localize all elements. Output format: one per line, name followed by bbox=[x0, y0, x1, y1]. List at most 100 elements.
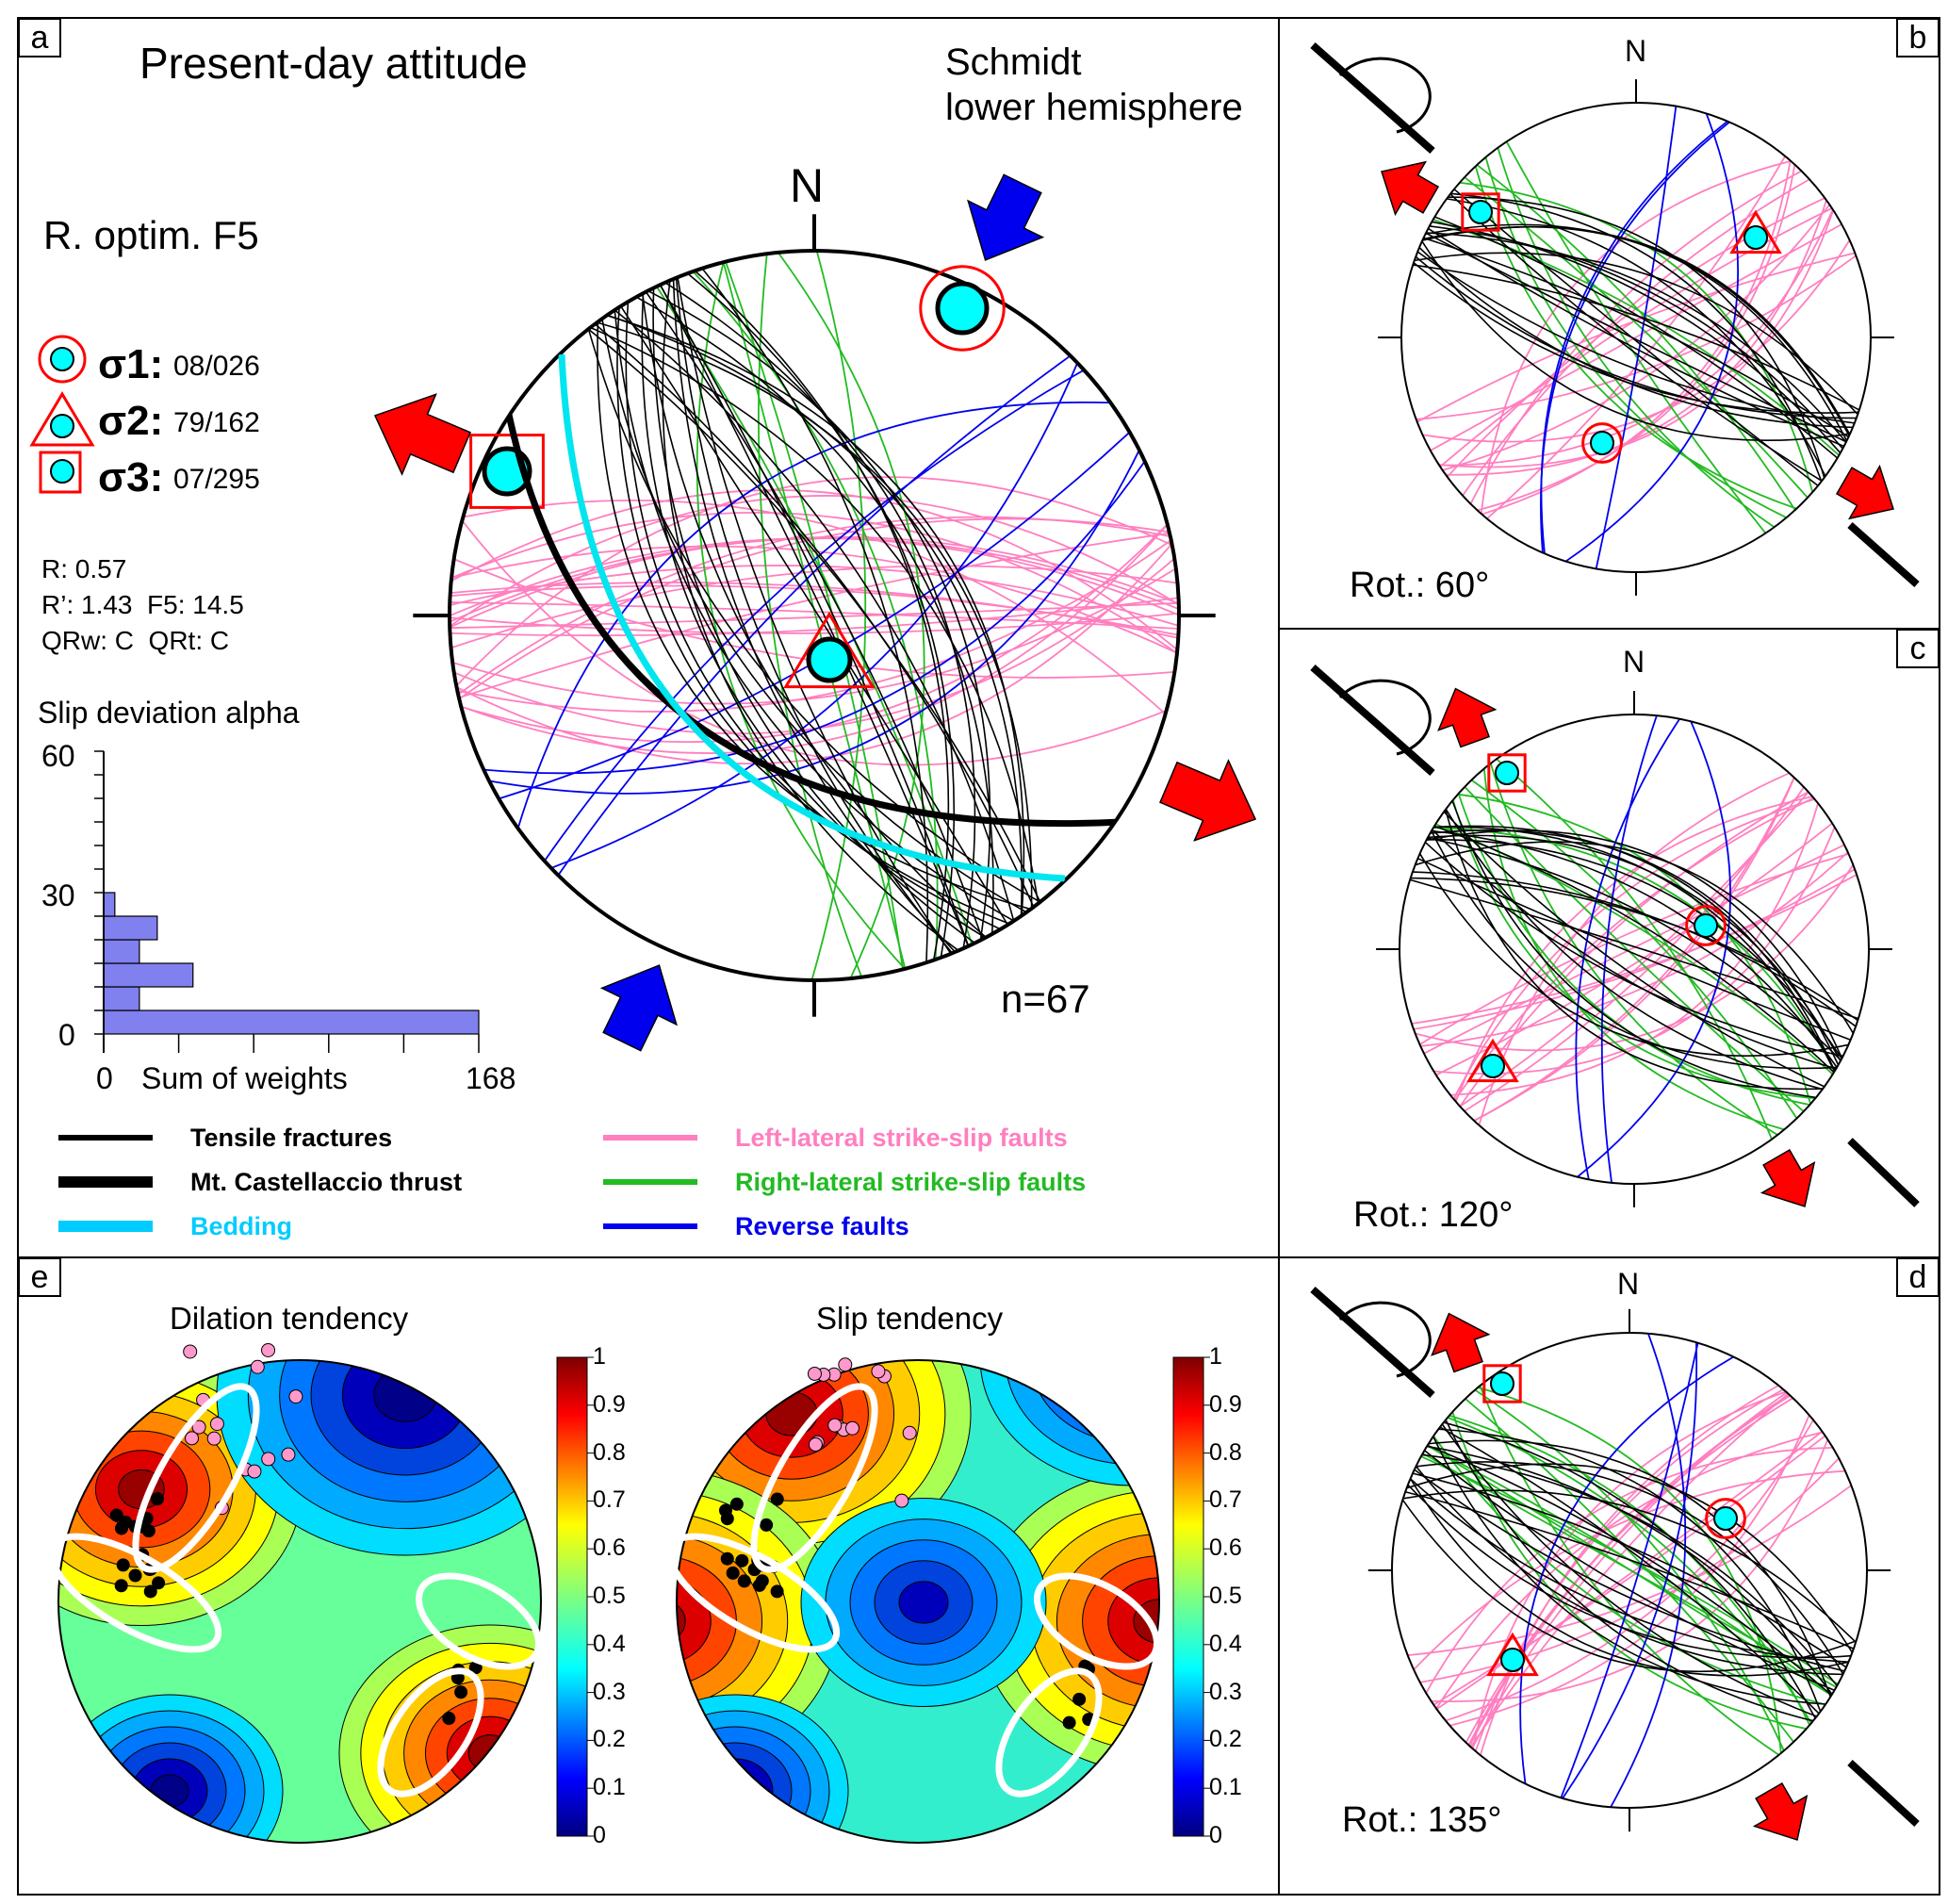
sigma2-marker bbox=[1729, 209, 1782, 254]
pole-tensile bbox=[735, 1553, 749, 1568]
histogram-bar bbox=[103, 939, 140, 964]
tensile-fault-trace bbox=[1414, 1469, 1845, 1672]
right-fault-trace bbox=[1497, 147, 1776, 529]
tensile-fault-trace bbox=[606, 314, 1025, 916]
colorbar-tick-label: 0.1 bbox=[593, 1774, 626, 1801]
left-fault-trace bbox=[457, 516, 1170, 696]
left-fault-trace bbox=[1411, 874, 1858, 1025]
contour-band bbox=[1133, 1599, 1159, 1644]
tensile-fault-trace bbox=[1414, 252, 1858, 416]
pole-tensile bbox=[128, 1568, 142, 1583]
panel-label-d: d bbox=[1896, 1257, 1940, 1297]
reverse-fault-trace bbox=[1600, 714, 1658, 1183]
stereonet-a bbox=[413, 214, 1216, 1017]
stress-point bbox=[50, 347, 74, 371]
stress-axis-point bbox=[935, 281, 990, 336]
pole-left-lateral bbox=[902, 1425, 917, 1440]
pole-left-lateral bbox=[247, 1464, 262, 1479]
tensile-fault-trace bbox=[1415, 841, 1855, 1034]
contour-band bbox=[1080, 1360, 1159, 1401]
right-fault-trace bbox=[1505, 140, 1767, 534]
right-fault-trace bbox=[1457, 793, 1810, 1106]
sigma1-marker bbox=[1705, 1498, 1746, 1539]
stress-arrows bbox=[373, 41, 1920, 1841]
tensile-fault-trace bbox=[1443, 1421, 1816, 1719]
highlight-ellipse bbox=[1033, 1572, 1161, 1670]
sigma2-marker bbox=[783, 611, 876, 689]
right-fault-trace bbox=[1474, 166, 1797, 510]
dilation-tendency-plot bbox=[47, 1342, 543, 1844]
legend-reverse: Reverse faults bbox=[735, 1212, 909, 1240]
colorbar-tick-label: 0.8 bbox=[593, 1438, 626, 1466]
pole-left-lateral bbox=[261, 1342, 276, 1357]
pole-tensile bbox=[150, 1492, 164, 1506]
tensile-fault-trace bbox=[1441, 1423, 1817, 1717]
tensile-fault-trace bbox=[1409, 878, 1859, 1020]
legend-thrust: Mt. Castellaccio thrust bbox=[190, 1168, 463, 1196]
strike-line bbox=[1310, 41, 1435, 155]
colorbar-tick-label: 0 bbox=[1209, 1822, 1222, 1848]
sigma1-value: 08/026 bbox=[173, 351, 260, 382]
slip-deviation-histogram bbox=[94, 750, 480, 1053]
colorbar-tick-label: 0.1 bbox=[1209, 1774, 1242, 1801]
left-fault-trace bbox=[1430, 223, 1842, 451]
panel-label-b: b bbox=[1896, 18, 1940, 57]
great-circles bbox=[1401, 1333, 1857, 1808]
stress-axis-point bbox=[1590, 431, 1614, 455]
pole-left-lateral bbox=[838, 1357, 853, 1372]
highlight-ellipse bbox=[750, 1383, 878, 1573]
plot-outline bbox=[676, 1359, 1160, 1844]
contour-band bbox=[678, 1742, 793, 1840]
pole-left-lateral bbox=[185, 1431, 200, 1446]
stress-legend-symbols bbox=[29, 335, 95, 494]
tensile-fault-trace bbox=[597, 321, 1033, 909]
right-fault-trace bbox=[1470, 779, 1798, 1119]
left-fault-trace bbox=[1432, 1435, 1826, 1706]
left-fault-trace bbox=[1453, 796, 1814, 1101]
special-planes bbox=[505, 353, 1122, 882]
left-fault-trace bbox=[1420, 851, 1849, 1047]
tensile-fault-trace bbox=[662, 280, 959, 952]
pole-tensile bbox=[1072, 1692, 1087, 1706]
histogram-bar bbox=[103, 915, 158, 941]
pole-tensile bbox=[720, 1512, 734, 1526]
extension-arrow bbox=[1437, 687, 1498, 748]
north-label-c: N bbox=[1623, 645, 1645, 679]
strike-line bbox=[1310, 1286, 1435, 1399]
colorbar-tick-label: 0.9 bbox=[1209, 1390, 1242, 1418]
left-fault-trace bbox=[1413, 1469, 1845, 1670]
param-r: R: 0.57 bbox=[41, 554, 127, 583]
stereonet-b bbox=[1378, 79, 1894, 596]
right-fault-trace bbox=[1477, 1387, 1782, 1754]
tensile-fault-trace bbox=[607, 314, 1023, 916]
tensile-fault-trace bbox=[1410, 877, 1858, 1022]
contour-band bbox=[765, 1391, 818, 1436]
pole-tensile bbox=[1062, 1715, 1076, 1730]
histogram-bar bbox=[103, 986, 140, 1011]
sigma2-symbol bbox=[29, 391, 95, 447]
left-fault-trace bbox=[450, 512, 1178, 654]
left-fault-trace bbox=[1415, 863, 1855, 1052]
sigma1-compression-arrow bbox=[599, 964, 678, 1052]
figure-frame bbox=[17, 17, 1940, 1896]
tensile-fault-trace bbox=[641, 293, 987, 939]
sigma2-marker bbox=[1486, 1632, 1539, 1677]
right-fault-trace bbox=[1474, 1388, 1785, 1751]
sigma3-value: 07/295 bbox=[173, 464, 260, 495]
method-label: R. optim. F5 bbox=[43, 213, 259, 257]
contour-band bbox=[677, 1599, 686, 1644]
colorbar-tick-label: 0.3 bbox=[1209, 1678, 1242, 1705]
pole-tensile bbox=[454, 1685, 468, 1699]
tensile-fault-trace bbox=[1432, 221, 1842, 454]
tensile-fault-trace bbox=[1429, 225, 1843, 450]
pole-left-lateral bbox=[209, 1417, 224, 1432]
tensile-fault-trace bbox=[1445, 809, 1824, 1091]
left-fault-trace bbox=[1462, 178, 1810, 497]
histogram-bar bbox=[103, 962, 194, 988]
reverse-fault-trace bbox=[1564, 113, 1739, 563]
right-fault-trace bbox=[1459, 181, 1814, 493]
sigma3-marker bbox=[469, 434, 545, 509]
stress-axis-point bbox=[1468, 200, 1493, 224]
left-fault-trace bbox=[1431, 1438, 1829, 1703]
colorbar-tick-label: 0 bbox=[593, 1822, 606, 1848]
